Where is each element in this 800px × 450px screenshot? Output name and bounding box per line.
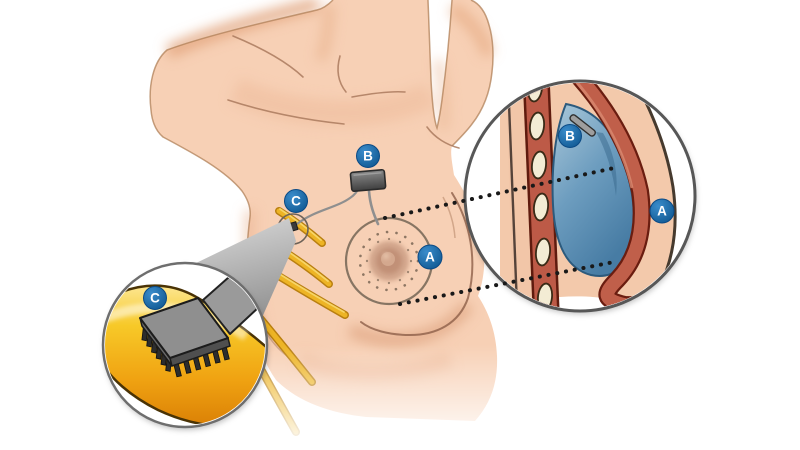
marking-dot-rings — [358, 230, 420, 292]
torso-shading — [165, 0, 494, 382]
badge-b-cross-section: B — [558, 124, 582, 148]
transmitter-device — [349, 168, 387, 193]
torso-outline-stroke — [149, 0, 494, 327]
chip-detail-circle — [101, 261, 269, 429]
badge-a-torso: A — [417, 244, 443, 270]
breast-upper-fold — [442, 196, 456, 239]
projection-dotted-line-lower — [398, 260, 616, 306]
breast-outline — [360, 192, 474, 337]
badge-a-torso-text: A — [425, 250, 435, 265]
rib-column — [520, 83, 561, 309]
wire-device-to-implant — [367, 189, 380, 226]
label-badges: B C A B A C — [143, 124, 675, 310]
badge-b-cross-section-text: B — [565, 129, 575, 144]
badge-c-chip-detail: C — [143, 286, 167, 310]
projection-lines — [383, 166, 616, 306]
implant-inner-shade — [596, 132, 617, 196]
magnifier-circle-cross-section — [463, 79, 697, 313]
badge-c-chip-detail-text: C — [150, 291, 160, 306]
badge-b-torso: B — [356, 144, 380, 168]
badge-c-torso: C — [284, 189, 308, 213]
badge-c-torso-text: C — [291, 194, 301, 209]
areola — [369, 241, 409, 281]
implant-sensor — [569, 114, 596, 137]
projection-dotted-line-upper — [383, 166, 616, 220]
badge-b-torso-text: B — [363, 149, 373, 164]
badge-a-cross-section: A — [649, 198, 675, 224]
badge-a-cross-section-text: A — [657, 204, 667, 219]
microchip — [139, 297, 231, 378]
pectoral-muscle-band — [553, 83, 693, 309]
rib-bones — [526, 83, 554, 309]
